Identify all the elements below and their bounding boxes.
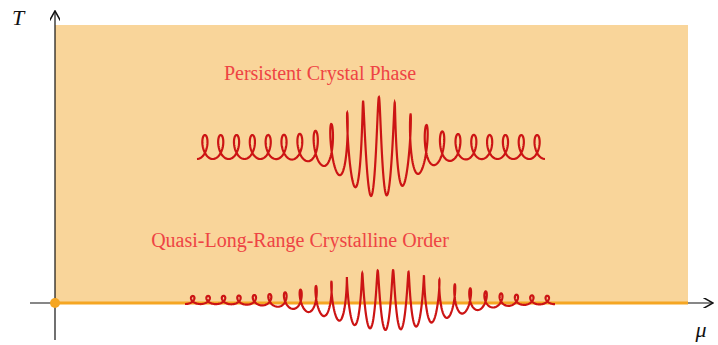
crystal-wave [197,97,545,196]
origin-dot [50,298,60,308]
t-axis [54,12,55,340]
mu-axis [30,302,712,303]
phase-region: Persistent Crystal PhaseQuasi-Long-Range… [55,25,688,303]
axis-label: μ [695,317,706,343]
zero-temperature-line [55,302,688,305]
phase-label: Persistent Crystal Phase [224,62,416,85]
quasi-crystal-wave [185,270,555,330]
phase-label: Quasi-Long-Range Crystalline Order [151,229,449,252]
axis-label: T [12,5,24,31]
